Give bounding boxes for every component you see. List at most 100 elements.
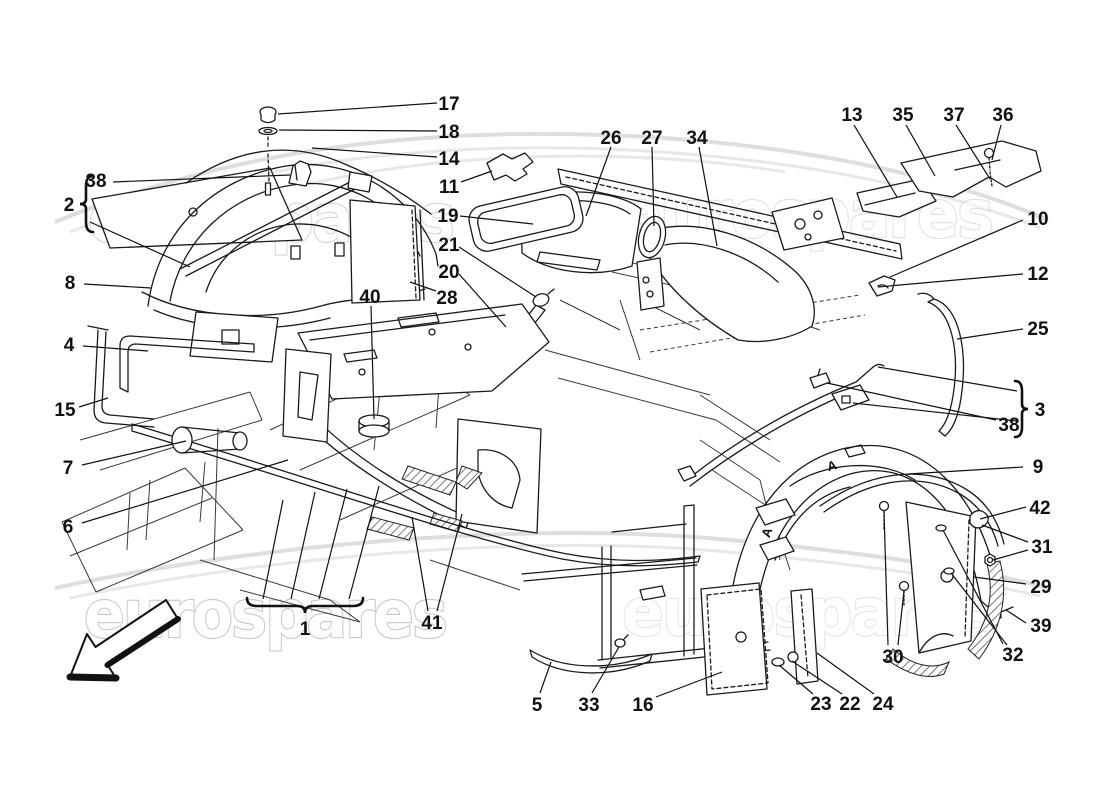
- support-plate-slots: [309, 312, 506, 363]
- part-callout-24: 24: [872, 694, 894, 715]
- leader-line-12: [877, 273, 1024, 288]
- leader-line-10: [889, 219, 1024, 278]
- arch-9-details: [711, 444, 1014, 661]
- part-callout-33: 33: [578, 695, 599, 716]
- leader-line-7: [81, 440, 187, 466]
- insulation-panel-35: [900, 140, 1042, 198]
- arrow-shadow-edge: [66, 673, 120, 682]
- part-callout-29: 29: [1030, 577, 1051, 598]
- part-callout-13: 13: [841, 105, 862, 126]
- part-callout-9: 9: [1033, 457, 1044, 478]
- mud-shield-16: [700, 582, 768, 696]
- clip-33: [614, 638, 626, 648]
- strip-24-seam: [800, 594, 809, 679]
- leader-line-30: [897, 590, 905, 646]
- leader-line-25: [956, 328, 1024, 340]
- part-callout-12: 12: [1027, 264, 1048, 285]
- part-callout-7: 7: [63, 458, 74, 479]
- part-callout-38: 38: [998, 415, 1019, 436]
- arrow-shadow-edge: [104, 616, 181, 668]
- front-wheelhouse-group: [87, 106, 439, 454]
- arch-trim-strip: [819, 473, 1005, 547]
- cowl-corner-bracket: [771, 197, 845, 251]
- leader-line-21: [458, 246, 537, 298]
- leader-line-34: [698, 146, 718, 247]
- air-duct-contour: [664, 242, 779, 283]
- adhesive-strip: [455, 465, 483, 490]
- left-duct-cutout: [297, 371, 319, 421]
- damper-7-cap: [232, 431, 248, 451]
- group-brace-1: [245, 596, 365, 614]
- liner-slot: [290, 245, 301, 260]
- side-insulation-panel-28: [349, 199, 421, 304]
- part-callout-40: 40: [359, 287, 380, 308]
- right-duct-cutout: [477, 449, 521, 509]
- leader-line-42: [979, 506, 1027, 520]
- arch-mark-A: A: [825, 457, 839, 474]
- heater-gasket-inner: [476, 193, 576, 245]
- radiator-support-plate: [297, 303, 550, 400]
- leader-line-38: [112, 174, 291, 183]
- leader-line-20: [458, 273, 507, 328]
- liner-bracket: [189, 311, 279, 363]
- part-callout-30: 30: [882, 647, 903, 668]
- part-callout-8: 8: [65, 273, 76, 294]
- leader-line-1: [262, 499, 284, 600]
- top-right-panels-group: [771, 140, 1042, 297]
- leader-line-36: [991, 124, 1002, 161]
- group-brace-2: [79, 174, 95, 234]
- fender-top-rail: [179, 180, 358, 277]
- latch-12-hook: [877, 284, 889, 289]
- leader-line-26: [585, 146, 612, 217]
- bolt-22: [787, 651, 799, 663]
- part-callout-25: 25: [1027, 319, 1049, 340]
- strap-end-block: [677, 465, 697, 482]
- part-callout-2: 2: [64, 195, 75, 216]
- damper-7-end: [171, 426, 193, 454]
- clamp-38-slot: [294, 164, 298, 181]
- leader-line-32: [942, 529, 1004, 645]
- part-callout-35: 35: [892, 105, 914, 126]
- part-callout-39: 39: [1030, 616, 1051, 637]
- leader-line-28: [409, 281, 437, 292]
- duct-mount-plate: [636, 257, 665, 311]
- center-structure-group: [131, 303, 701, 567]
- part-callout-5: 5: [532, 695, 543, 716]
- leader-line-39: [1005, 609, 1027, 624]
- bracket-hole: [841, 395, 851, 404]
- direction-arrow: [66, 599, 181, 682]
- part-callout-10: 10: [1027, 209, 1048, 230]
- strap-clamp-38: [809, 372, 831, 389]
- duct-clamp-ring-inner: [642, 221, 662, 253]
- right-duct-panel: [455, 418, 542, 534]
- bracket-hole: [794, 218, 806, 230]
- mount-bolt: [642, 276, 650, 284]
- mud-shield-16-border: [706, 588, 769, 690]
- leader-line-1: [318, 488, 348, 600]
- panel-13-fold: [864, 192, 916, 206]
- clip-33-tab: [623, 634, 629, 640]
- adhesive-strip: [366, 516, 415, 541]
- washer-18-hole: [263, 128, 273, 134]
- leader-line-29: [973, 576, 1027, 585]
- part-callout-14: 14: [438, 149, 460, 170]
- part-callout-27: 27: [641, 128, 662, 149]
- hose-clamp: [532, 293, 550, 307]
- beading-rod-14: [185, 149, 432, 215]
- leader-line-14: [311, 147, 438, 158]
- rubber-pad-40-base: [358, 424, 390, 438]
- leader-line-31: [992, 549, 1029, 561]
- part-callout-16: 16: [632, 695, 653, 716]
- front-subframe-group: [521, 504, 819, 696]
- long-trim-strip-6: [131, 423, 701, 567]
- leader-line-18: [278, 129, 438, 132]
- subframe-tubes: [521, 504, 771, 669]
- part-callout-41: 41: [421, 613, 443, 634]
- part-callout-4: 4: [64, 335, 75, 356]
- screw-30b: [898, 580, 910, 592]
- nut-31-hole: [986, 556, 994, 564]
- strap-clamp-screw: [817, 368, 821, 376]
